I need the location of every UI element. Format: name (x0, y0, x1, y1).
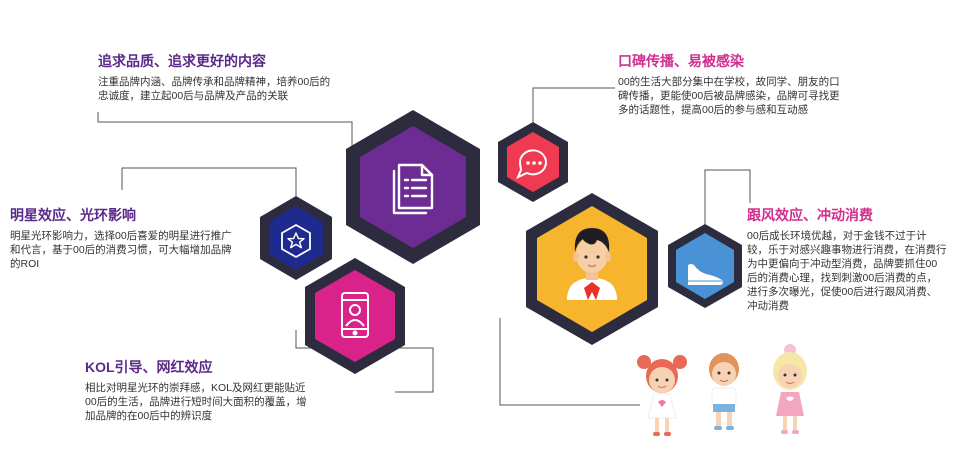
block-impulse-body: 00后成长环境优越，对于金钱不过于计较，乐于对感兴趣事物进行消费，在消费行为中更… (747, 230, 947, 312)
hex-orange-avatar (526, 193, 658, 345)
hex-purple-document (346, 110, 480, 264)
connector-quality (97, 112, 353, 152)
hex-navy-star (260, 196, 332, 280)
document-icon (392, 163, 434, 215)
smartphone-selfie-icon (341, 292, 369, 338)
sneaker-icon (688, 264, 723, 285)
hex-red-chat (498, 122, 568, 202)
hex-magenta-phone (305, 258, 405, 374)
kids-illustration (637, 344, 807, 436)
block-quality-title: 追求品质、追求更好的内容 (98, 53, 266, 69)
hex-blue-shoe (668, 224, 742, 308)
block-star-body: 明星光环影响力，选择00后喜爱的明星进行推广和代言，基于00后的消费习惯，可大幅… (10, 230, 232, 270)
block-kol-title: KOL引导、网红效应 (85, 359, 213, 375)
block-quality-body: 注重品牌内涵、品牌传承和品牌精神，培养00后的忠诚度，建立起00后与品牌及产品的… (98, 76, 331, 102)
block-word-of-mouth-title: 口碑传播、易被感染 (618, 53, 744, 69)
block-quality: 追求品质、追求更好的内容 注重品牌内涵、品牌传承和品牌精神，培养00后的忠诚度，… (98, 52, 334, 103)
kid-boy-middle (709, 353, 739, 430)
kid-girl-left (637, 355, 687, 436)
connector-impulse (704, 169, 751, 228)
block-kol: KOL引导、网红效应 相比对明星光环的崇拜感，KOL及网红更能贴近00后的生活，… (85, 358, 317, 423)
block-star: 明星效应、光环影响 明星光环影响力，选择00后喜爱的明星进行推广和代言，基于00… (10, 206, 238, 271)
block-star-title: 明星效应、光环影响 (10, 207, 136, 223)
block-impulse-title: 跟风效应、冲动消费 (747, 207, 873, 223)
kid-girl-right (773, 344, 807, 434)
chat-bubble-icon (516, 149, 547, 179)
block-impulse: 跟风效应、冲动消费 00后成长环境优越，对于金钱不过于计较，乐于对感兴趣事物进行… (747, 206, 947, 313)
block-kol-body: 相比对明星光环的崇拜感，KOL及网红更能贴近00后的生活，品牌进行短时间大面积的… (85, 382, 307, 422)
boy-avatar-icon (567, 228, 617, 300)
block-word-of-mouth: 口碑传播、易被感染 00的生活大部分集中在学校，故同学、朋友的口碑传播，更能使0… (618, 52, 840, 117)
star-icon (281, 223, 311, 259)
connector-kol (295, 330, 434, 393)
connector-star (121, 167, 297, 210)
connector-kids (499, 318, 640, 406)
block-word-of-mouth-body: 00的生活大部分集中在学校，故同学、朋友的口碑传播，更能使00后被品牌感染，品牌… (618, 76, 840, 116)
